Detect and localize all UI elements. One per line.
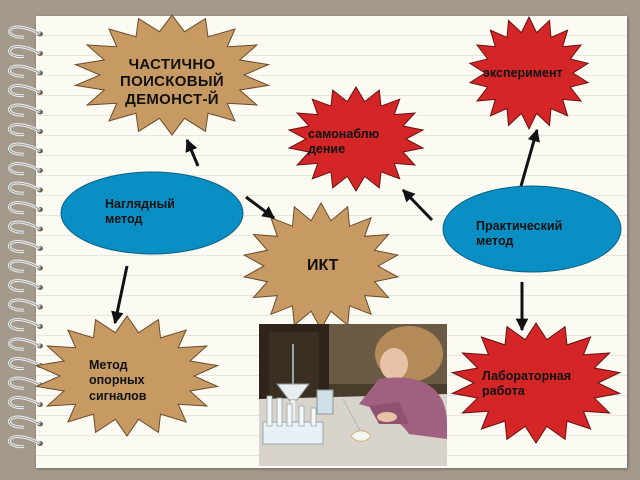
binding-ring [7,64,43,78]
partial-search-label: ЧАСТИЧНО ПОИСКОВЫЙ ДЕМОНСТ-Й [120,56,224,108]
binding-ring [7,142,43,156]
arrow-practical-to-self-observation [401,188,434,222]
arrow-practical-to-experiment [519,128,540,187]
self-observation-label: самонаблю дение [308,127,380,157]
visual-method-ellipse [60,171,244,255]
spiral-binding [7,25,43,449]
binding-ring [7,357,43,371]
binding-ring [7,162,43,176]
arrow-visual-to-partial-search [185,138,200,167]
binding-ring [7,123,43,137]
binding-ring [7,84,43,98]
binding-ring [7,240,43,254]
binding-ring [7,298,43,312]
binding-ring [7,103,43,117]
visual-method-label: Наглядный метод [105,197,175,227]
binding-ring [7,201,43,215]
binding-ring [7,220,43,234]
arrow-visual-to-reference-signals [111,265,129,325]
arrow-visual-to-ikt [245,195,276,220]
reference-signals-label: Метод опорных сигналов [89,358,147,403]
binding-ring [7,45,43,59]
binding-ring [7,396,43,410]
binding-ring [7,181,43,195]
lab-work-burst [450,322,622,444]
binding-ring [7,337,43,351]
ikt-label: ИКТ [307,257,339,274]
binding-ring [7,318,43,332]
binding-ring [7,25,43,39]
practical-method-label: Практический метод [476,219,563,249]
lab-work-label: Лабораторная работа [482,369,572,399]
binding-ring [7,435,43,449]
partial-search-burst [73,14,271,136]
reference-signals-burst [34,315,220,437]
chemistry-experiment-photo [259,324,447,466]
practical-method-ellipse [442,185,622,273]
self-observation-burst [287,86,425,192]
experiment-label: эксперимент [483,66,563,80]
binding-ring [7,279,43,293]
binding-ring [7,415,43,429]
binding-ring [7,259,43,273]
